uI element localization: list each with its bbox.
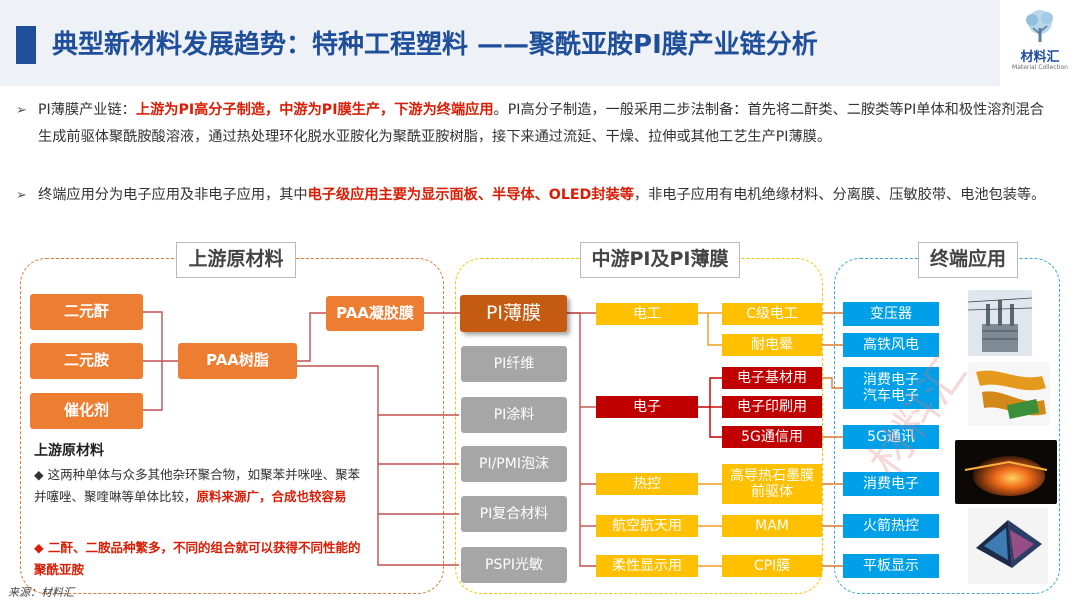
terminal-section-title: 终端应用 — [918, 242, 1018, 278]
terminal-transformer: 变压器 — [843, 302, 939, 326]
source-note: 来源：材料汇 — [8, 586, 74, 599]
upstream-section-title: 上游原材料 — [176, 242, 296, 278]
raw-material-dianhydride: 二元酐 — [30, 294, 143, 330]
terminal-consumer-auto: 消费电子 汽车电子 — [843, 367, 939, 409]
terminal-railway-wind: 高铁风电 — [843, 333, 939, 357]
terminal-flat-display: 平板显示 — [843, 554, 939, 578]
product-pi-coating: PI涂料 — [461, 397, 567, 433]
paragraph-lead: 终端应用分为电子应用及非电子应用，其中 — [38, 187, 308, 203]
header-bar — [0, 0, 1000, 86]
rocket-heat-photo — [955, 440, 1057, 504]
paa-resin-box: PAA树脂 — [178, 343, 297, 379]
sub-c-grade-electrical: C级电工 — [722, 303, 822, 325]
product-pspi-photosensitive: PSPI光敏 — [461, 547, 567, 583]
diamond-bullet-icon: ◆ — [34, 540, 44, 555]
transformer-photo — [968, 290, 1032, 356]
paragraph-lead: PI薄膜产业链： — [38, 102, 136, 118]
paragraph-highlight: 上游为PI高分子制造，中游为PI膜生产，下游为终端应用 — [135, 102, 494, 118]
header-accent-block — [16, 26, 36, 64]
sub-electronic-printing: 电子印刷用 — [722, 396, 822, 418]
folding-display-photo — [968, 508, 1048, 584]
upstream-note-item-2: ◆ 二酐、二胺品种繁多，不同的组合就可以获得不同性能的聚酰亚胺 — [34, 537, 364, 581]
sub-5g-communication: 5G通信用 — [722, 426, 822, 448]
product-pi-composite: PI复合材料 — [461, 496, 567, 532]
category-flexible-display: 柔性显示用 — [596, 555, 698, 577]
raw-material-catalyst: 催化剂 — [30, 393, 143, 429]
sub-electronic-substrate: 电子基材用 — [722, 367, 822, 389]
paragraph-applications: ➢ 终端应用分为电子应用及非电子应用，其中电子级应用主要为显示面板、半导体、OL… — [16, 182, 1058, 209]
upstream-note-item-1: ◆ 这两种单体与众多其他杂环聚合物，如聚苯并咪唑、聚苯并噻唑、聚喹啉等单体比较，… — [34, 464, 364, 508]
terminal-5g: 5G通讯 — [843, 425, 939, 449]
note-highlight: 原料来源广，合成也较容易 — [196, 489, 347, 504]
category-electronics: 电子 — [596, 396, 698, 418]
sub-graphite-precursor: 高导热石墨膜前驱体 — [722, 464, 822, 504]
category-electrical: 电工 — [596, 303, 698, 325]
sub-corona-resistant: 耐电晕 — [722, 334, 822, 356]
logo-subtitle: Material Collection — [1012, 64, 1068, 71]
paragraph-highlight: 电子级应用主要为显示面板、半导体、OLED封装等 — [307, 187, 634, 203]
pi-film-box: PI薄膜 — [460, 295, 567, 332]
diamond-bullet-icon: ◆ — [34, 467, 44, 482]
paragraph-supply-chain: ➢ PI薄膜产业链：上游为PI高分子制造，中游为PI膜生产，下游为终端应用。PI… — [16, 97, 1058, 151]
product-pi-fiber: PI纤维 — [461, 346, 567, 382]
sub-cpi-film: CPI膜 — [722, 555, 822, 577]
paragraph-rest: 。PI高分子制造，一般采用二步法制备：首先将二酐类、二胺类等PI单体和极性溶剂混… — [38, 102, 1044, 145]
paragraph-rest: ，非电子应用有电机绝缘材料、分离膜、压敏胶带、电池包装等。 — [633, 187, 1046, 203]
arrow-bullet-icon: ➢ — [16, 188, 27, 203]
midstream-section-title: 中游PI及PI薄膜 — [580, 242, 740, 278]
sub-mam: MAM — [722, 515, 822, 537]
category-thermal: 热控 — [596, 473, 698, 495]
raw-material-diamine: 二元胺 — [30, 343, 143, 379]
terminal-consumer: 消费电子 — [843, 472, 939, 496]
terminal-rocket-thermal: 火箭热控 — [843, 514, 939, 538]
upstream-note-title: 上游原材料 — [34, 443, 104, 459]
note-text: 二酐、二胺品种繁多，不同的组合就可以获得不同性能的聚酰亚胺 — [34, 540, 361, 577]
paa-gel-film-box: PAA凝胶膜 — [326, 296, 424, 331]
note-text: 这两种单体与众多其他杂环聚合物，如聚苯并咪唑、聚苯并噻唑、聚喹啉等单体比较， — [34, 467, 361, 504]
category-aerospace: 航空航天用 — [596, 515, 698, 537]
arrow-bullet-icon: ➢ — [16, 103, 27, 118]
page-title: 典型新材料发展趋势：特种工程塑料 ——聚酰亚胺PI膜产业链分析 — [52, 30, 818, 60]
logo-text: 材料汇 — [1020, 50, 1060, 65]
flexible-circuit-photo — [968, 362, 1050, 426]
product-pi-pmi-foam: PI/PMI泡沫 — [461, 446, 567, 482]
tree-logo-icon — [1026, 10, 1053, 42]
